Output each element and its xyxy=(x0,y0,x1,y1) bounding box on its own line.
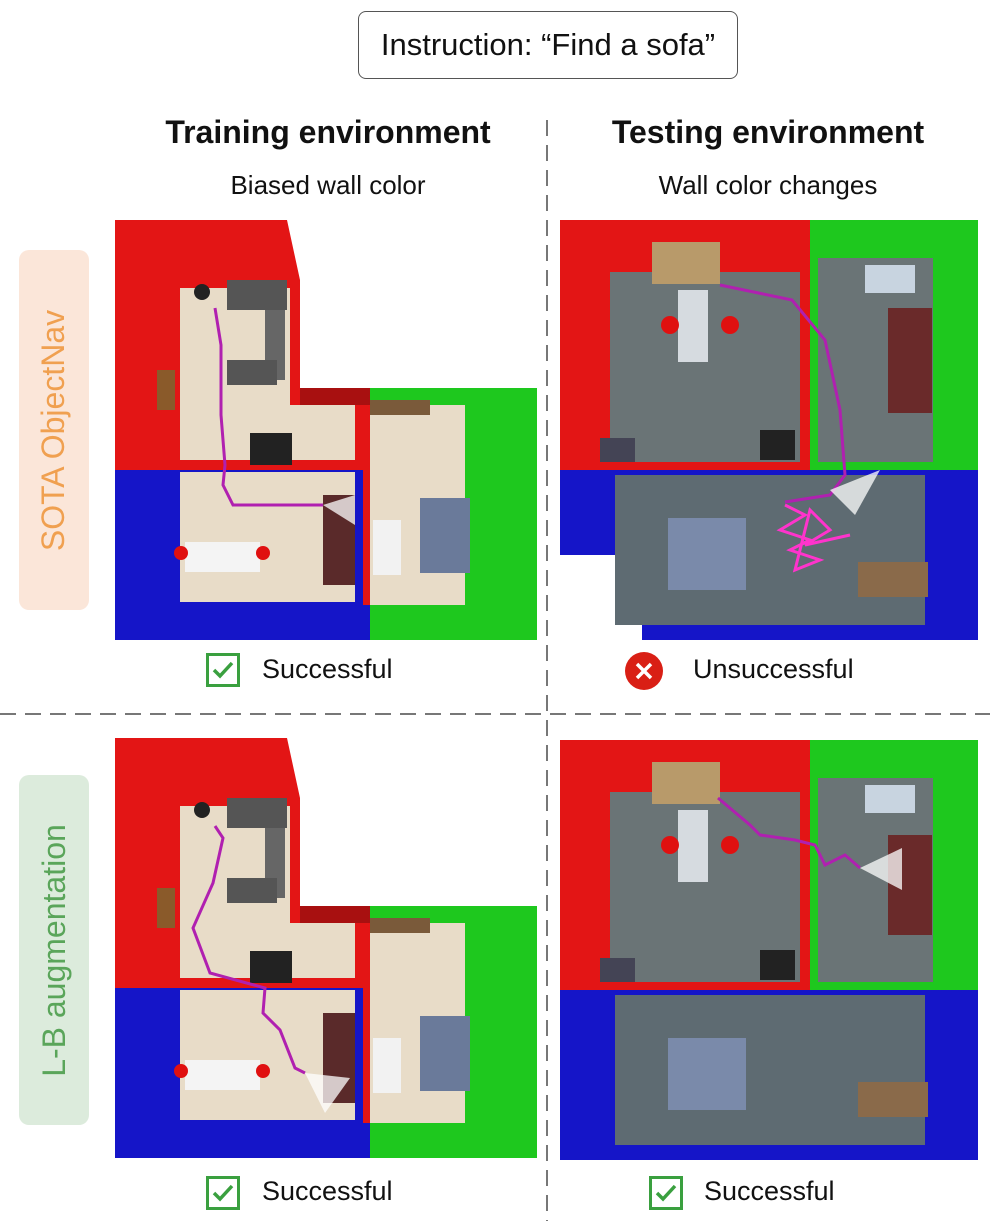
training-subtitle: Biased wall color xyxy=(230,170,426,200)
row-label-sota: SOTA ObjectNav xyxy=(19,250,89,610)
training-scene-bottom xyxy=(115,738,537,1158)
check-icon xyxy=(649,1176,683,1210)
instruction-box: Instruction: “Find a sofa” xyxy=(358,11,738,79)
training-title: Training environment xyxy=(165,114,491,150)
check-icon xyxy=(206,1176,240,1210)
outcome-train-sota: Successful xyxy=(262,654,393,684)
x-circle-icon xyxy=(625,652,663,690)
outcome-train-lb: Successful xyxy=(262,1176,393,1206)
floorplan-training xyxy=(115,220,537,640)
floorplan-training-2 xyxy=(115,738,537,1158)
check-icon xyxy=(206,653,240,687)
outcome-test-lb: Successful xyxy=(704,1176,835,1206)
testing-scene-bottom xyxy=(560,740,978,1160)
row-label-sota-text: SOTA ObjectNav xyxy=(35,309,72,551)
training-scene-top xyxy=(115,220,537,640)
testing-subtitle: Wall color changes xyxy=(658,170,878,200)
row-label-lb: L-B augmentation xyxy=(19,775,89,1125)
testing-scene-top xyxy=(560,220,978,640)
outcome-test-sota: Unsuccessful xyxy=(693,654,854,684)
floorplan-testing xyxy=(560,220,978,640)
testing-title: Testing environment xyxy=(611,114,925,150)
floorplan-testing-2 xyxy=(560,740,978,1160)
row-label-lb-text: L-B augmentation xyxy=(35,823,72,1077)
